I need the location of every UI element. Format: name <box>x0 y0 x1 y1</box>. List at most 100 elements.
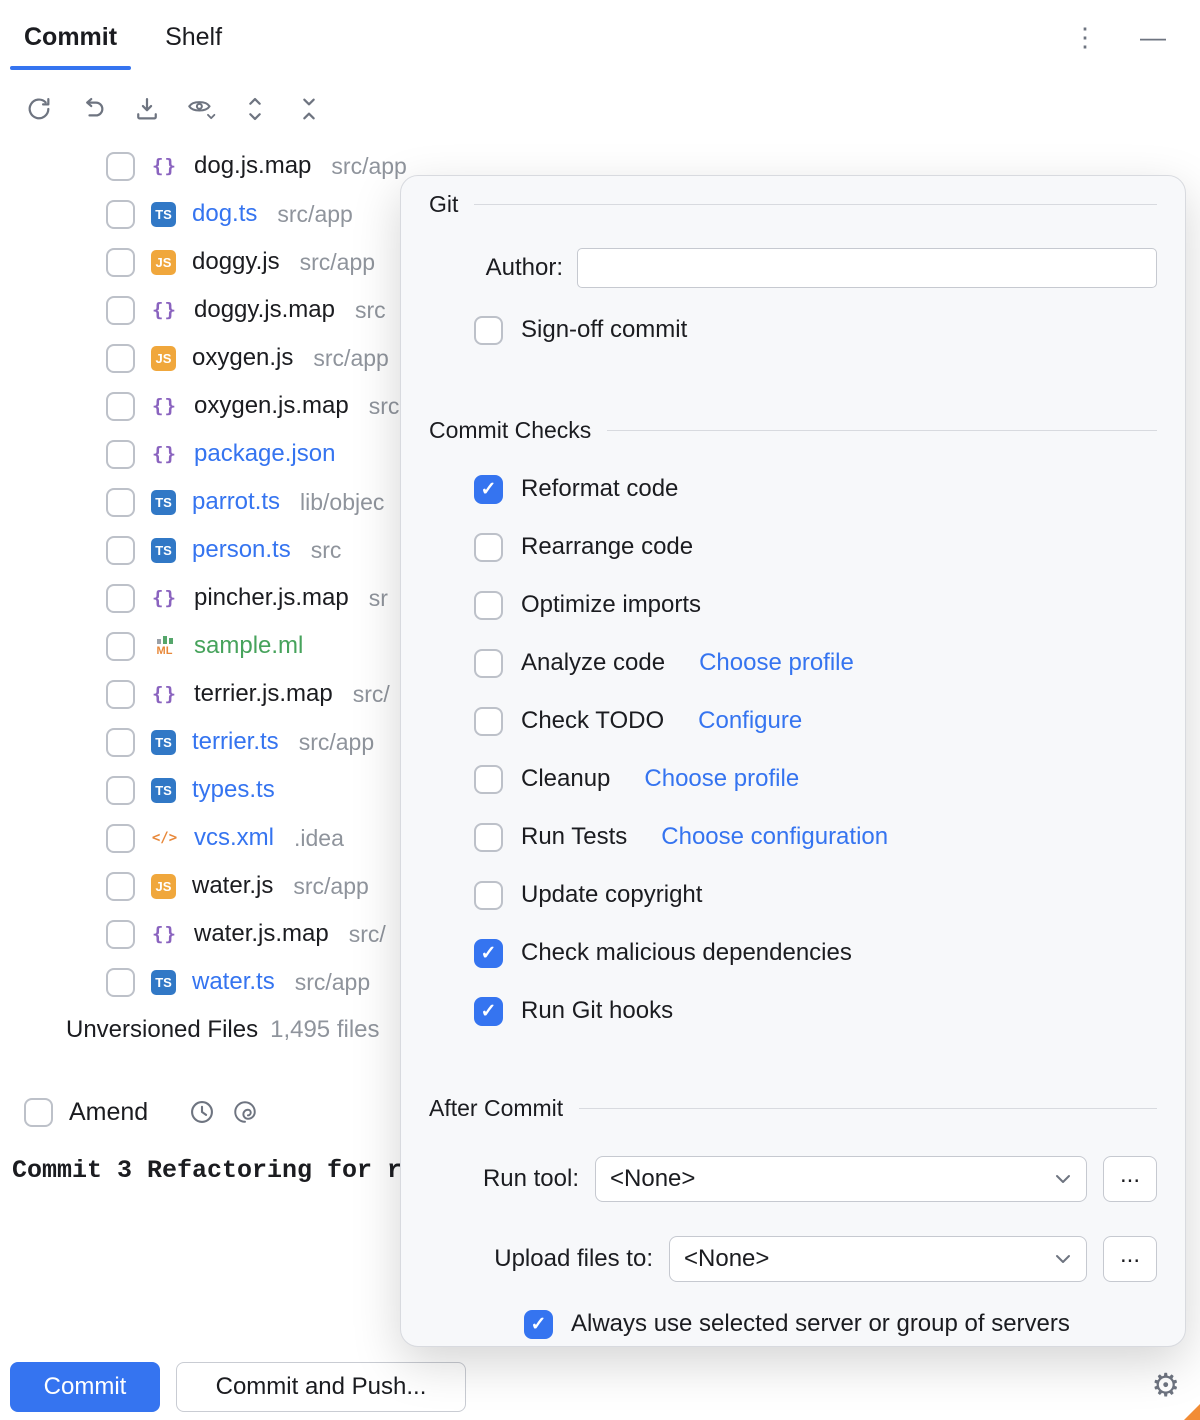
commit-message-history-icon[interactable] <box>188 1098 216 1126</box>
upload-files-label: Upload files to: <box>494 1245 653 1272</box>
commit-check-item: Rearrange code <box>474 518 1157 576</box>
run-tool-browse-button[interactable]: ... <box>1103 1156 1157 1202</box>
file-list-item[interactable]: TS types.ts <box>0 766 1200 814</box>
file-list-item[interactable]: TS parrot.ts lib/objec <box>0 478 1200 526</box>
file-list-item[interactable]: TS water.ts src/app <box>0 958 1200 1006</box>
file-checkbox[interactable] <box>106 295 135 325</box>
section-divider <box>474 203 1157 205</box>
rollback-icon[interactable] <box>76 92 110 126</box>
commit-message-editor[interactable]: Commit 3 Refactoring for r <box>12 1156 403 1185</box>
file-list-item[interactable]: TS person.ts src <box>0 526 1200 574</box>
file-list-item[interactable]: {} oxygen.js.map src <box>0 382 1200 430</box>
refresh-icon[interactable] <box>22 92 56 126</box>
file-checkbox[interactable] <box>106 823 135 853</box>
commit-check-item: Cleanup Choose profile <box>474 750 1157 808</box>
file-list-item[interactable]: TS dog.ts src/app <box>0 190 1200 238</box>
file-list-item[interactable]: {} package.json <box>0 430 1200 478</box>
ts-file-icon: TS <box>151 729 176 755</box>
file-list-item[interactable]: JS oxygen.js src/app <box>0 334 1200 382</box>
file-checkbox[interactable] <box>106 871 135 901</box>
preview-diff-eye-icon[interactable] <box>184 92 218 126</box>
file-list-item[interactable]: JS doggy.js src/app <box>0 238 1200 286</box>
commit-check-checkbox[interactable] <box>474 648 503 678</box>
commit-check-checkbox[interactable] <box>474 938 503 968</box>
ts-file-icon: TS <box>151 777 176 803</box>
file-checkbox[interactable] <box>106 583 135 613</box>
commit-check-link[interactable]: Choose profile <box>644 765 800 792</box>
file-path: src/app <box>277 200 353 227</box>
commit-check-checkbox[interactable] <box>474 764 503 794</box>
file-path: src <box>368 392 400 419</box>
file-name: doggy.js.map <box>194 296 335 323</box>
recent-messages-spiral-icon[interactable] <box>232 1099 258 1125</box>
file-list-item[interactable]: ML sample.ml <box>0 622 1200 670</box>
file-checkbox[interactable] <box>106 727 135 757</box>
upload-files-select[interactable]: <None> <box>669 1236 1087 1282</box>
unversioned-files-node[interactable]: Unversioned Files 1,495 files <box>66 1010 380 1050</box>
file-list-item[interactable]: {} pincher.js.map sr <box>0 574 1200 622</box>
resize-corner-grip[interactable] <box>1184 1404 1200 1420</box>
file-list-item[interactable]: {} water.js.map src/ <box>0 910 1200 958</box>
file-checkbox[interactable] <box>106 775 135 805</box>
braces-file-icon: {} <box>152 683 177 705</box>
commit-check-checkbox[interactable] <box>474 996 503 1026</box>
amend-checkbox[interactable] <box>24 1097 53 1127</box>
settings-gear-icon[interactable]: ⚙ <box>1145 1368 1186 1402</box>
file-list-item[interactable]: {} doggy.js.map src <box>0 286 1200 334</box>
commit-check-link[interactable]: Choose profile <box>699 649 854 676</box>
commit-check-link[interactable]: Choose configuration <box>661 823 889 850</box>
commit-check-checkbox[interactable] <box>474 822 503 852</box>
commit-check-checkbox[interactable] <box>474 706 503 736</box>
commit-check-label: Reformat code <box>521 475 679 502</box>
signoff-checkbox[interactable] <box>474 315 503 345</box>
commit-check-checkbox[interactable] <box>474 474 503 504</box>
file-list-item[interactable]: {} dog.js.map src/app <box>0 142 1200 190</box>
file-list-item[interactable]: JS water.js src/app <box>0 862 1200 910</box>
section-divider <box>579 1107 1157 1109</box>
expand-all-icon[interactable] <box>238 92 272 126</box>
commit-check-item: Analyze code Choose profile <box>474 634 1157 692</box>
kebab-menu-icon[interactable]: ⋮ <box>1068 22 1102 52</box>
file-name: package.json <box>194 440 336 467</box>
file-checkbox[interactable] <box>106 199 135 229</box>
upload-files-browse-button[interactable]: ... <box>1103 1236 1157 1282</box>
commit-check-link[interactable]: Configure <box>698 707 803 734</box>
file-checkbox[interactable] <box>106 919 135 949</box>
run-tool-select[interactable]: <None> <box>595 1156 1087 1202</box>
braces-file-icon: {} <box>152 587 177 609</box>
file-checkbox[interactable] <box>106 247 135 277</box>
signoff-label: Sign-off commit <box>521 316 688 343</box>
always-use-server-row: Always use selected server or group of s… <box>524 1308 1157 1340</box>
file-checkbox[interactable] <box>106 679 135 709</box>
commit-and-push-button[interactable]: Commit and Push... <box>176 1362 466 1412</box>
commit-check-checkbox[interactable] <box>474 880 503 910</box>
commit-options-popup: Git Author: Sign-off commit Commit Check… <box>400 175 1186 1347</box>
hide-tool-window-icon[interactable]: — <box>1136 22 1170 52</box>
file-list-item[interactable]: {} terrier.js.map src/ <box>0 670 1200 718</box>
collapse-all-icon[interactable] <box>292 92 326 126</box>
amend-row: Amend <box>24 1090 258 1134</box>
file-checkbox[interactable] <box>106 535 135 565</box>
tab-commit[interactable]: Commit <box>9 0 132 74</box>
after-commit-section-header: After Commit <box>429 1094 1157 1122</box>
file-path: src <box>310 536 342 563</box>
file-checkbox[interactable] <box>106 343 135 373</box>
toolwindow-tabs: Commit Shelf <box>0 0 222 74</box>
file-checkbox[interactable] <box>106 439 135 469</box>
file-checkbox[interactable] <box>106 391 135 421</box>
upload-files-value: <None> <box>684 1245 770 1272</box>
tab-shelf[interactable]: Shelf <box>165 0 222 74</box>
commit-check-checkbox[interactable] <box>474 590 503 620</box>
file-checkbox[interactable] <box>106 151 135 181</box>
always-use-server-checkbox[interactable] <box>524 1309 553 1339</box>
file-checkbox[interactable] <box>106 967 135 997</box>
author-input[interactable] <box>577 248 1157 288</box>
shelve-icon[interactable] <box>130 92 164 126</box>
file-checkbox[interactable] <box>106 487 135 517</box>
file-list-item[interactable]: TS terrier.ts src/app <box>0 718 1200 766</box>
file-checkbox[interactable] <box>106 631 135 661</box>
commit-check-checkbox[interactable] <box>474 532 503 562</box>
commit-check-label: Optimize imports <box>521 591 702 618</box>
file-list-item[interactable]: </> vcs.xml .idea <box>0 814 1200 862</box>
commit-button[interactable]: Commit <box>10 1362 160 1412</box>
